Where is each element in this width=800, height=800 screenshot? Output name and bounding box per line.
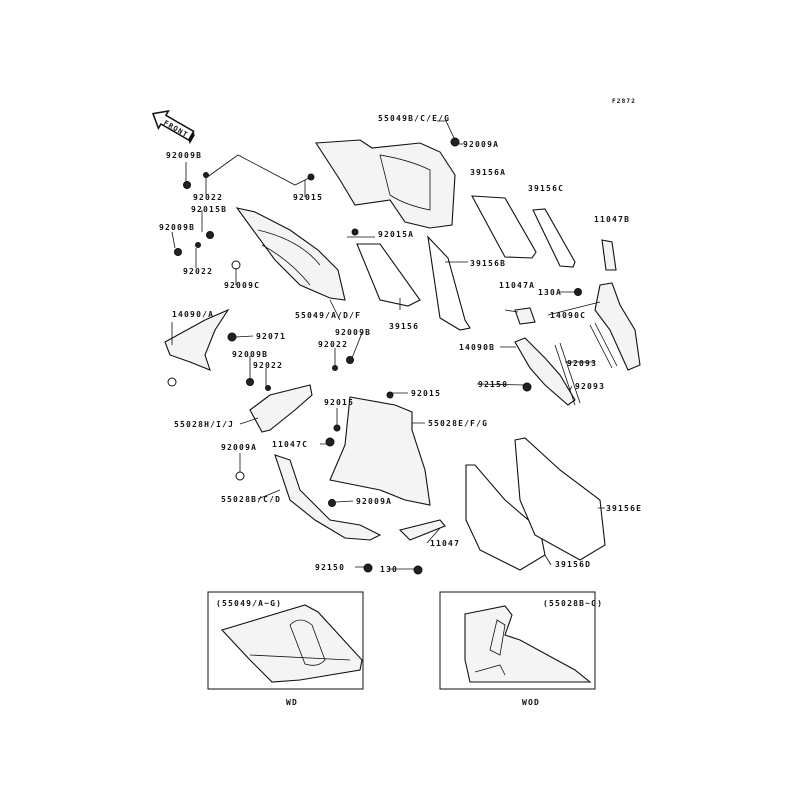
- part-label[interactable]: 92093: [575, 382, 605, 391]
- part-label[interactable]: 92022: [183, 267, 213, 276]
- fastener-icons: [167, 137, 582, 575]
- part-label[interactable]: 39156B: [470, 259, 506, 268]
- part-label[interactable]: 92022: [193, 193, 223, 202]
- part-label[interactable]: 92150: [478, 380, 508, 389]
- pad-39156a: [471, 195, 537, 259]
- part-label[interactable]: 39156D: [555, 560, 591, 569]
- part-label[interactable]: 92009A: [356, 497, 392, 506]
- part-label[interactable]: 130A: [538, 288, 562, 297]
- part-label[interactable]: 11047: [430, 539, 460, 548]
- part-label[interactable]: 55049/A/D/F: [295, 311, 361, 320]
- part-label[interactable]: 92071: [256, 332, 286, 341]
- part-label[interactable]: 55028E/F/G: [428, 419, 488, 428]
- part-label[interactable]: 92015A: [378, 230, 414, 239]
- part-label[interactable]: 92009B: [335, 328, 371, 337]
- bracket-14090b: [514, 337, 576, 406]
- part-label[interactable]: 39156: [389, 322, 419, 331]
- front-arrow-icon: FRONT: [151, 109, 195, 145]
- inset-wd: (55049/A~G) WD: [207, 591, 364, 707]
- part-label[interactable]: 39156E: [606, 504, 642, 513]
- middle-cowl-panel: [235, 207, 346, 301]
- part-label[interactable]: 39156A: [470, 168, 506, 177]
- part-label[interactable]: 92022: [318, 340, 348, 349]
- part-label[interactable]: 92015: [324, 398, 354, 407]
- bracket-11047a: [514, 307, 536, 325]
- part-label[interactable]: 92093: [567, 359, 597, 368]
- part-label[interactable]: 55049B/C/E/G: [378, 114, 450, 123]
- part-label[interactable]: 92009B: [159, 223, 195, 232]
- part-label[interactable]: 14090/A: [172, 310, 214, 319]
- part-label[interactable]: 130: [380, 565, 398, 574]
- lower-cowl-55028efg: [329, 396, 431, 506]
- stay-11047: [398, 519, 446, 541]
- part-label[interactable]: 39156C: [528, 184, 564, 193]
- part-label[interactable]: 92009A: [463, 140, 499, 149]
- part-label[interactable]: 14090B: [459, 343, 495, 352]
- part-label[interactable]: 92015: [411, 389, 441, 398]
- bracket-11047b: [601, 239, 617, 271]
- lower-inner-panel-55028hij: [249, 384, 313, 433]
- bracket-14090a: [164, 308, 230, 371]
- part-label[interactable]: 11047A: [499, 281, 535, 290]
- part-label[interactable]: 92009A: [221, 443, 257, 452]
- inset-footer: WOD: [522, 698, 540, 707]
- inset-caption: (55028B~G): [543, 599, 603, 608]
- part-label[interactable]: 11047C: [272, 440, 308, 449]
- part-label[interactable]: 92015: [293, 193, 323, 202]
- part-labels: 55049B/C/E/G 92009A 92009B 92022 92015 9…: [159, 114, 642, 574]
- lower-cowl-55028bcd: [274, 454, 382, 541]
- part-label[interactable]: 92009B: [232, 350, 268, 359]
- pad-39156e: [514, 437, 606, 561]
- part-label[interactable]: 55028B/C/D: [221, 495, 281, 504]
- part-label[interactable]: 92022: [253, 361, 283, 370]
- inset-footer: WD: [286, 698, 298, 707]
- pad-39156b: [427, 235, 471, 331]
- part-label[interactable]: 55028H/I/J: [174, 420, 234, 429]
- pad-39156: [356, 243, 421, 307]
- rubber-92093: [554, 322, 618, 406]
- part-label[interactable]: 92009C: [224, 281, 260, 290]
- pad-39156c: [532, 208, 576, 268]
- upper-inner-cowl: [315, 139, 456, 229]
- part-label[interactable]: 92150: [315, 563, 345, 572]
- inset-wod: (55028B~G) WOD: [439, 591, 603, 707]
- bracket-14090c: [594, 282, 641, 371]
- leader-lines: [171, 120, 605, 570]
- part-label[interactable]: 11047B: [594, 215, 630, 224]
- part-label[interactable]: 92009B: [166, 151, 202, 160]
- part-label[interactable]: 14090C: [550, 311, 586, 320]
- part-label[interactable]: 92015B: [191, 205, 227, 214]
- diagram-code: F2872: [612, 98, 636, 105]
- inset-caption: (55049/A~G): [216, 599, 282, 608]
